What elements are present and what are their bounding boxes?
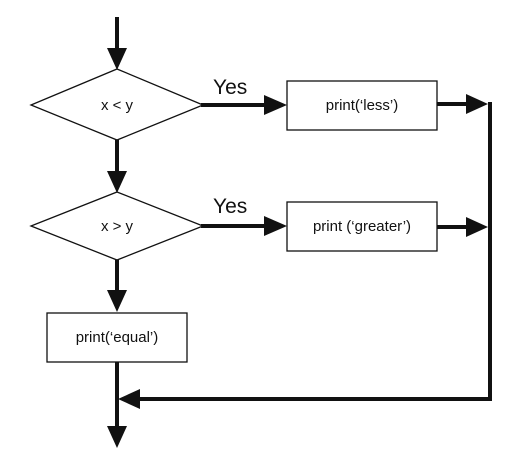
- exit-arrowhead: [107, 426, 127, 448]
- process-print-greater: print (‘greater’): [286, 201, 438, 252]
- less-to-merge-arrowhead: [466, 94, 488, 114]
- decision-x-greater-than-y: x > y: [29, 191, 205, 261]
- decision-x-less-than-y: x < y: [29, 68, 205, 141]
- cond1-to-cond2-arrowhead: [107, 171, 127, 193]
- decision-1-label: x < y: [101, 97, 134, 114]
- cond1-to-less-arrowhead: [264, 95, 287, 115]
- connectors: [107, 17, 492, 448]
- process-box-equal: [46, 312, 188, 363]
- process-less-label: print(‘less’): [326, 97, 399, 114]
- cond2-to-equal-arrowhead: [107, 290, 127, 312]
- entry-arrowhead: [107, 48, 127, 70]
- decision-2-label: x > y: [101, 218, 134, 235]
- yes-label-2: Yes: [213, 195, 247, 218]
- cond2-to-greater-arrowhead: [264, 216, 287, 236]
- merge-return-line: [135, 102, 492, 401]
- decision-diamond-1: [29, 68, 205, 141]
- process-print-equal: print(‘equal’): [46, 312, 188, 363]
- process-greater-label: print (‘greater’): [313, 218, 411, 235]
- decision-diamond-2: [29, 191, 205, 261]
- process-print-less: print(‘less’): [286, 80, 438, 131]
- process-box-less: [286, 80, 438, 131]
- greater-to-merge-arrowhead: [466, 217, 488, 237]
- process-box-greater: [286, 201, 438, 252]
- yes-label-1: Yes: [213, 76, 247, 99]
- merge-return-arrowhead: [118, 389, 140, 409]
- process-equal-label: print(‘equal’): [76, 329, 159, 346]
